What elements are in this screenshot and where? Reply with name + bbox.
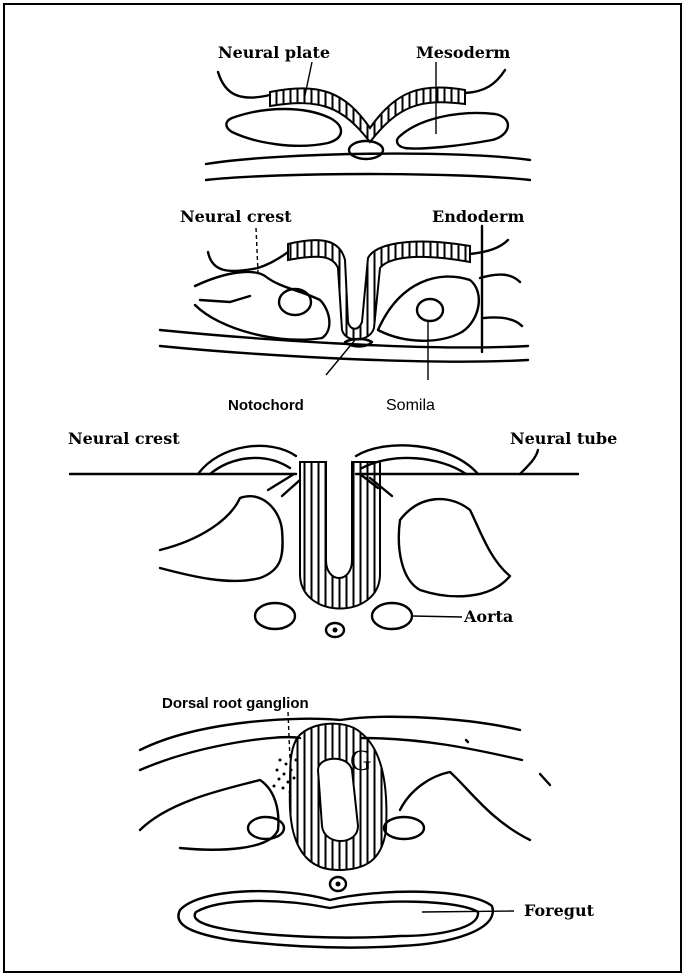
endoderm-label: Endoderm [432, 207, 524, 226]
neural-crest-1-pointer [256, 228, 258, 272]
neural-groove-shape [288, 240, 470, 339]
foregut-pointer [422, 911, 514, 912]
aorta-label: Aorta [463, 607, 513, 626]
neural-tube-shape [300, 462, 380, 609]
stage-2-neural-groove [160, 226, 528, 362]
aorta-pointer [412, 616, 462, 617]
neural-tube-label: Neural tube [510, 429, 617, 448]
dorsal-root-ganglion-label: Dorsal root ganglion [162, 695, 309, 712]
ganglion-tube-shape [290, 724, 387, 870]
g-marker-label: G [350, 744, 372, 777]
foregut-label: Foregut [524, 901, 595, 920]
stage-1-neural-plate [206, 70, 530, 180]
neural-plate-label: Neural plate [218, 43, 330, 62]
mesoderm-label: Mesoderm [416, 43, 510, 62]
neural-crest-1-label: Neural crest [180, 207, 292, 226]
notochord-label: Notochord [228, 397, 304, 414]
somila-label: Somila [386, 397, 435, 414]
neural-crest-2-label: Neural crest [68, 429, 180, 448]
stage-4-dorsal-root-ganglion [140, 717, 550, 948]
